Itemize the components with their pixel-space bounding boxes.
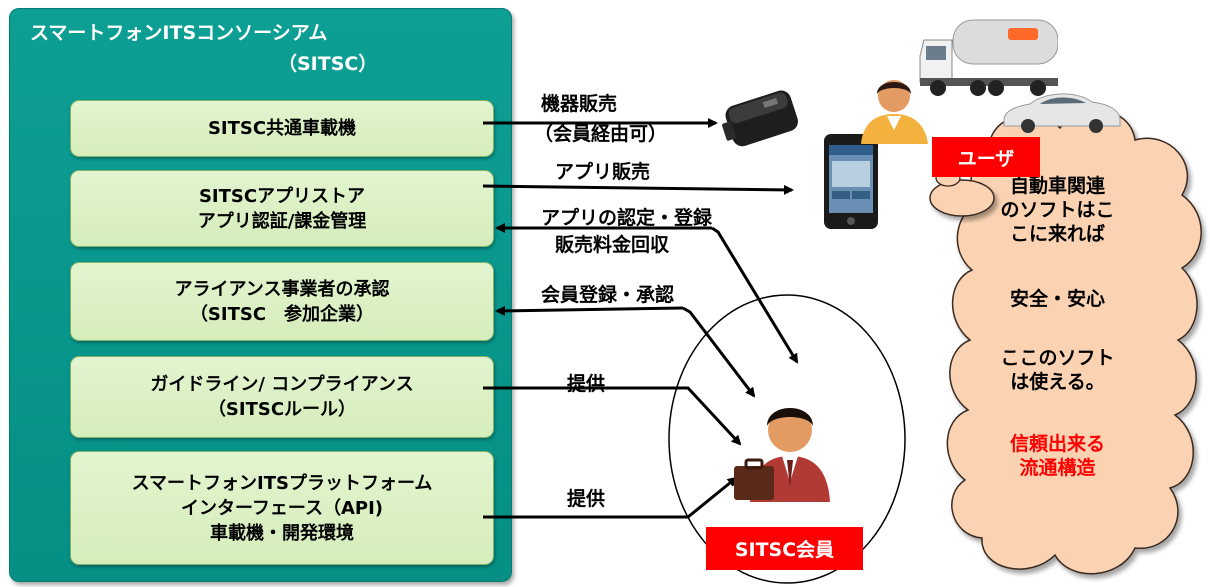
user-tag: ユーザ	[932, 137, 1040, 177]
label-fee-collection: 販売料金回収	[555, 234, 670, 256]
label-app-cert: アプリの認定・登録	[541, 207, 713, 229]
cloud-text-1: 自動車関連 のソフトはこ こに来れば	[985, 174, 1130, 246]
cloud-text-4: 信頼出来る 流通構造	[985, 432, 1130, 480]
box-line: アプリ認証/課金管理	[197, 210, 367, 232]
box-line: （SITSC 参加企業）	[189, 303, 375, 325]
box-line: ガイドライン/ コンプライアンス	[150, 374, 414, 395]
label-member-registration: 会員登録・承認	[541, 284, 675, 306]
box-common-device: SITSC共通車載機	[70, 100, 494, 157]
box-line: インターフェース（API)	[180, 497, 384, 519]
member-businessman-icon	[734, 408, 830, 502]
cloud-text-3: ここのソフト は使える。	[985, 346, 1130, 394]
cloud-shape	[929, 109, 1202, 575]
box-line: スマートフォンITSプラットフォーム	[131, 472, 433, 494]
label-provide-1: 提供	[567, 373, 606, 395]
cloud-line: こに来れば	[1009, 223, 1105, 245]
smartphone-icon	[824, 134, 878, 229]
user-person-icon	[861, 80, 928, 144]
box-platform-api: スマートフォンITSプラットフォーム インターフェース（API) 車載機・開発環…	[70, 451, 494, 565]
member-tag: SITSC会員	[706, 527, 863, 570]
box-line: SITSCアプリストア	[198, 185, 366, 207]
consortium-title: スマートフォンITSコンソーシアム	[30, 22, 328, 44]
box-line: （SITSCルール）	[207, 399, 357, 420]
cloud-line: のソフトはこ	[1000, 199, 1115, 221]
tanker-truck-icon	[919, 19, 1058, 96]
label-app-sales: アプリ販売	[555, 161, 651, 183]
box-app-store: SITSCアプリストア アプリ認証/課金管理	[70, 170, 494, 247]
cloud-line: 流通構造	[1019, 457, 1096, 479]
box-guidelines: ガイドライン/ コンプライアンス （SITSCルール）	[70, 356, 494, 438]
consortium-panel: スマートフォンITSコンソーシアム （SITSC） SITSC共通車載機 SIT…	[9, 8, 512, 582]
consortium-subtitle: （SITSC）	[278, 53, 378, 75]
sedan-car-icon	[1003, 93, 1121, 133]
cloud-line: 信頼出来る	[1009, 433, 1105, 455]
cloud-line: ここのソフト	[1000, 347, 1115, 369]
cloud-line: は使える。	[1010, 371, 1105, 393]
box-line: SITSC共通車載機	[207, 118, 357, 139]
cloud-text-2: 安全・安心	[1009, 288, 1105, 310]
box-line: 車載機・開発環境	[210, 522, 354, 544]
box-line: アライアンス事業者の承認	[174, 278, 390, 300]
obd-device-icon	[722, 90, 798, 147]
label-device-sales: 機器販売	[541, 93, 618, 115]
box-alliance-approval: アライアンス事業者の承認 （SITSC 参加企業）	[70, 262, 494, 341]
label-provide-2: 提供	[567, 488, 606, 510]
label-device-sales-note: （会員経由可）	[534, 123, 668, 145]
cloud-line: 自動車関連	[1009, 175, 1105, 197]
